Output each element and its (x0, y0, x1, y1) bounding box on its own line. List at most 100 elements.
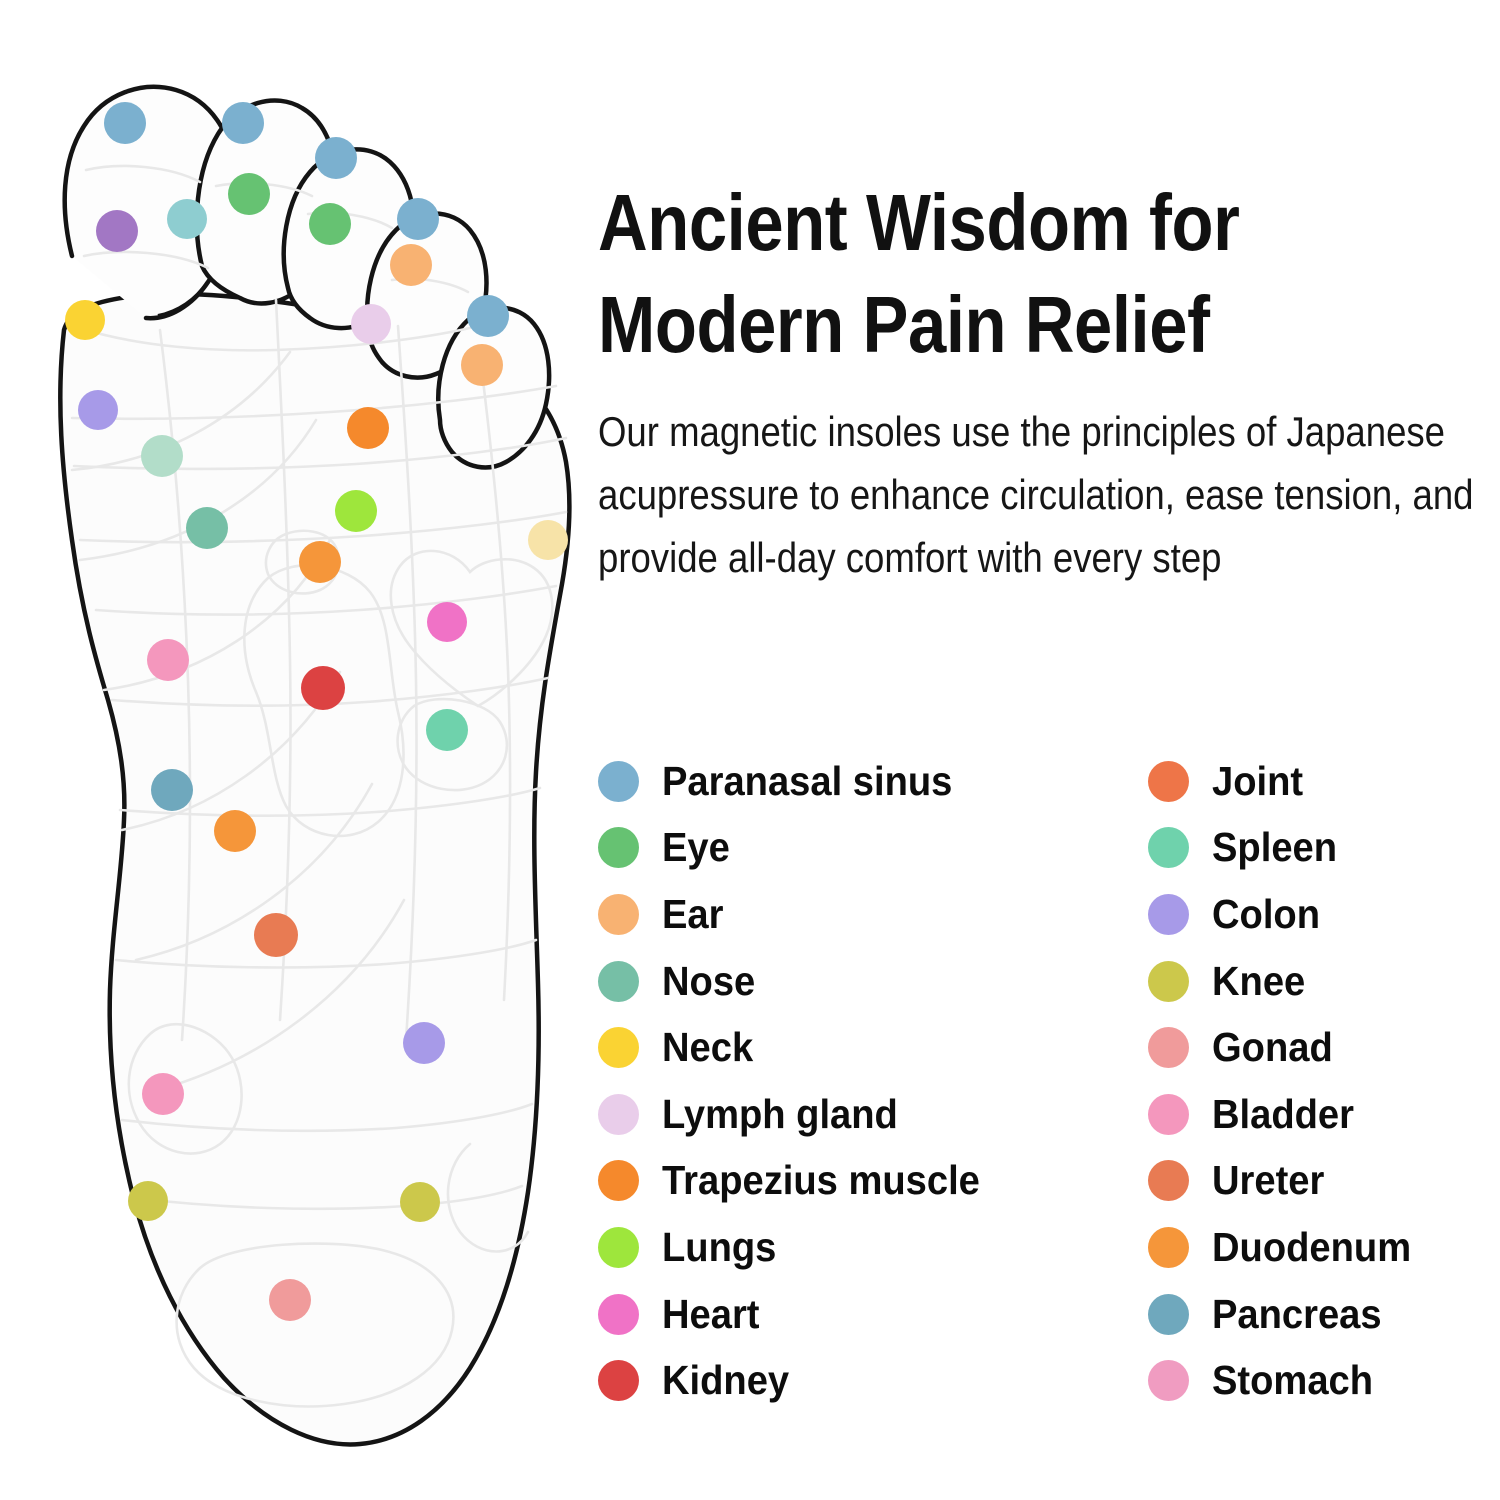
legend-item-label: Eye (662, 824, 730, 871)
toe5-paranasal-sinus-dot[interactable] (467, 295, 509, 337)
heel-pancreas-dot[interactable] (151, 769, 193, 811)
legend-item[interactable]: Paranasal sinus (598, 748, 1122, 815)
legend-color-dot (1148, 1226, 1189, 1268)
legend-item-label: Heart (662, 1290, 760, 1337)
ball-trapezius-dot[interactable] (347, 407, 389, 449)
page-title: Ancient Wisdom for Modern Pain Relief (598, 177, 1240, 369)
toe5-ear-dot[interactable] (461, 344, 503, 386)
legend-color-dot (1148, 960, 1189, 1002)
legend-item[interactable]: Heart (598, 1281, 1122, 1348)
heel-colon-dot[interactable] (403, 1022, 445, 1064)
heel-duodenum-dot[interactable] (214, 810, 256, 852)
legend-color-dot (1148, 760, 1189, 802)
big-toe-paranasal-sinus-dot[interactable] (104, 102, 146, 144)
arch-colon-dot[interactable] (78, 390, 118, 430)
legend-item[interactable]: Duodenum (1148, 1214, 1500, 1281)
outer-pale-yellow-dot[interactable] (528, 520, 568, 560)
toe3-eye-dot[interactable] (309, 203, 351, 245)
legend-item-label: Spleen (1212, 824, 1338, 871)
legend-item[interactable]: Trapezius muscle (598, 1148, 1122, 1215)
legend-item-label: Lymph gland (662, 1090, 898, 1137)
foot-outline-svg (58, 84, 572, 1447)
legend-item[interactable]: Spleen (1148, 815, 1500, 882)
legend-item[interactable]: Stomach (1148, 1347, 1500, 1414)
legend-item-label: Paranasal sinus (662, 757, 953, 804)
heel-ureter-dot[interactable] (254, 913, 298, 957)
legend-color-dot (598, 1093, 639, 1135)
legend-color-dot (598, 1226, 639, 1268)
legend-item[interactable]: Lymph gland (598, 1081, 1122, 1148)
legend-item-label: Ureter (1212, 1157, 1325, 1204)
arch-pale-mint-dot[interactable] (141, 435, 183, 477)
toe2-eye-dot[interactable] (228, 173, 270, 215)
legend-color-dot (1148, 827, 1189, 869)
legend-color-dot (598, 1293, 639, 1335)
legend-item[interactable]: Joint (1148, 748, 1500, 815)
arch-nose-dot[interactable] (186, 507, 228, 549)
legend-item[interactable]: Gonad (1148, 1014, 1500, 1081)
legend-color-dot (598, 827, 639, 869)
big-toe-side-light-teal-dot[interactable] (167, 199, 207, 239)
legend-color-dot (1148, 893, 1189, 935)
legend-item-label: Nose (662, 957, 756, 1004)
heel-bladder-dot[interactable] (142, 1073, 184, 1115)
zone-kidney-dot[interactable] (301, 666, 345, 710)
zone-heart-dot[interactable] (427, 602, 467, 642)
legend-item[interactable]: Ureter (1148, 1148, 1500, 1215)
big-toe-purple-dot[interactable] (96, 210, 138, 252)
legend-item-label: Stomach (1212, 1357, 1374, 1404)
toe2-paranasal-sinus-dot[interactable] (222, 102, 264, 144)
legend-item-label: Lungs (662, 1223, 777, 1270)
arch-bladder-dot[interactable] (147, 639, 189, 681)
toe3-paranasal-sinus-dot[interactable] (315, 137, 357, 179)
legend-item[interactable]: Pancreas (1148, 1281, 1500, 1348)
legend-item-label: Bladder (1212, 1090, 1354, 1137)
legend-item[interactable]: Lungs (598, 1214, 1122, 1281)
legend-item-label: Knee (1212, 957, 1306, 1004)
foot-reflex-points-group (65, 102, 568, 1321)
legend-color-dot (598, 960, 639, 1002)
toe4-paranasal-sinus-dot[interactable] (397, 198, 439, 240)
big-toe-inner-edge (157, 280, 210, 318)
legend-item-label: Gonad (1212, 1024, 1333, 1071)
legend-color-dot (1148, 1360, 1189, 1402)
legend-item-label: Duodenum (1212, 1223, 1412, 1270)
legend-color-dot (1148, 1293, 1189, 1335)
toe4-ear-dot[interactable] (390, 244, 432, 286)
legend-item-label: Neck (662, 1024, 754, 1071)
ball-neck-dot[interactable] (65, 300, 105, 340)
heel-knee-right-dot[interactable] (400, 1182, 440, 1222)
legend-item[interactable]: Ear (598, 881, 1122, 948)
legend-item-label: Trapezius muscle (662, 1157, 980, 1204)
legend-color-dot (598, 1360, 639, 1402)
legend-item[interactable]: Kidney (598, 1347, 1122, 1414)
legend-color-dot (598, 760, 639, 802)
legend-item-label: Kidney (662, 1357, 790, 1404)
legend-item[interactable]: Knee (1148, 948, 1500, 1015)
legend-item[interactable]: Bladder (1148, 1081, 1500, 1148)
legend-item[interactable]: Eye (598, 815, 1122, 882)
legend-color-dot (598, 893, 639, 935)
legend-item-label: Joint (1212, 757, 1304, 804)
legend-color-dot (598, 1160, 639, 1202)
ball-duodenum-dot[interactable] (299, 541, 341, 583)
foot-shape-group (58, 84, 572, 1447)
heel-knee-left-dot[interactable] (128, 1181, 168, 1221)
page-subtitle: Our magnetic insoles use the principles … (598, 408, 1474, 581)
foot-reflexology-diagram (0, 0, 600, 1500)
reflexology-zone-lines (70, 164, 568, 1408)
legend-item-label: Colon (1212, 890, 1321, 937)
legend-item[interactable]: Nose (598, 948, 1122, 1015)
heel-gonad-dot[interactable] (269, 1279, 311, 1321)
forefoot-lymph-gland-dot[interactable] (351, 304, 391, 344)
legend-item[interactable]: Colon (1148, 881, 1500, 948)
legend-color-dot (1148, 1160, 1189, 1202)
legend-item-label: Pancreas (1212, 1290, 1382, 1337)
legend-item[interactable]: Neck (598, 1014, 1122, 1081)
legend-color-dot (1148, 1093, 1189, 1135)
ball-lungs-dot[interactable] (335, 490, 377, 532)
zone-spleen-dot[interactable] (426, 709, 468, 751)
